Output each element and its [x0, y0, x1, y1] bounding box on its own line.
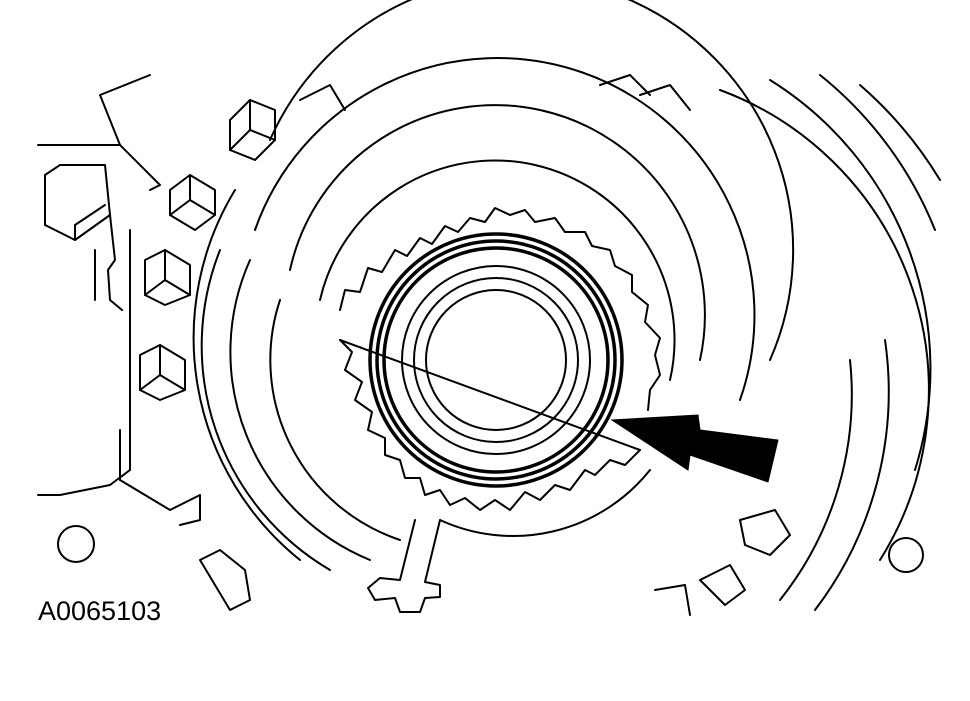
line-art	[37, 0, 941, 616]
lower-post	[367, 519, 441, 613]
center-seal-rings	[368, 232, 624, 488]
indicator-arrow	[610, 414, 779, 483]
mounting-hole-left	[57, 525, 95, 563]
drum-arcs	[192, 0, 795, 571]
inner-spline-ring	[339, 207, 661, 511]
figure-id-label: A0065103	[38, 596, 162, 626]
outer-housing-arcs	[719, 74, 941, 611]
mounting-hole-right	[888, 537, 924, 573]
left-frame	[37, 74, 201, 526]
outer-spline-teeth	[139, 74, 791, 616]
